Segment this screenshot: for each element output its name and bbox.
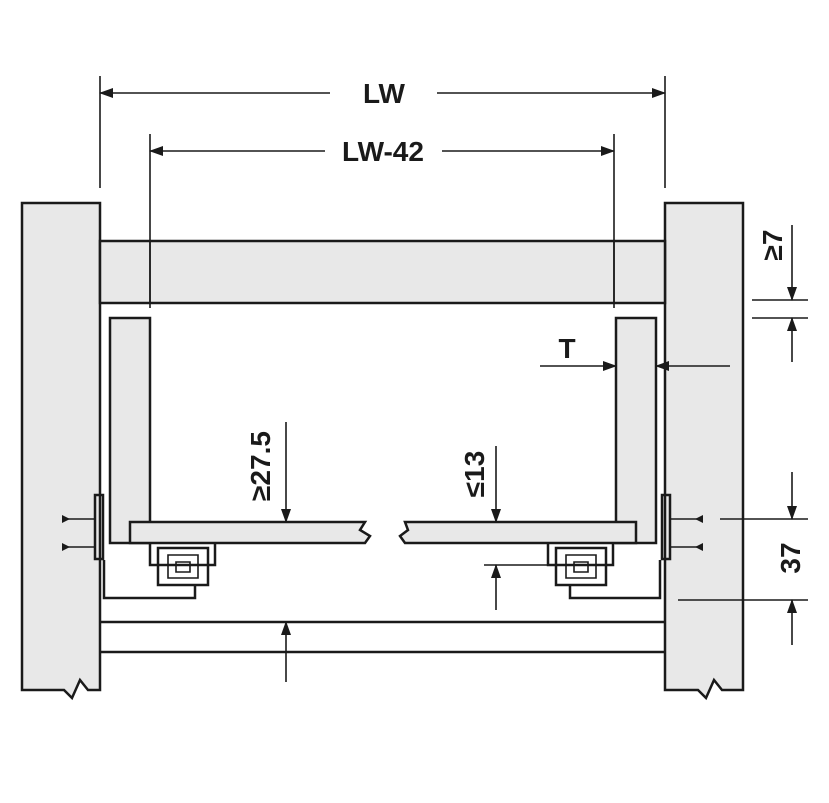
left-drawer-side	[108, 316, 152, 545]
bottom-right-label: ≤13	[459, 451, 490, 498]
right-screws	[660, 493, 703, 561]
thickness-label: T	[558, 333, 575, 364]
right-runner	[546, 543, 662, 600]
bottom-left-label: ≥27.5	[245, 431, 276, 501]
left-runner	[102, 543, 217, 600]
lw42-label: LW-42	[342, 136, 424, 167]
top-gap-dimension: ≥7	[752, 225, 808, 362]
drawer-bottom-left	[128, 520, 372, 545]
drawer-bottom-right	[398, 520, 638, 545]
thickness-dimension: T	[540, 333, 730, 371]
left-cabinet-panel	[20, 201, 102, 701]
right-cabinet-panel	[663, 201, 745, 701]
top-rail	[98, 239, 667, 305]
top-gap-label: ≥7	[757, 230, 788, 261]
left-screws	[62, 493, 105, 561]
right-drawer-side	[614, 316, 658, 545]
side-height-dimension: 37	[678, 472, 808, 645]
bottom-left-dimension: ≥27.5	[245, 422, 291, 682]
bottom-right-dimension: ≤13	[459, 446, 548, 610]
side-height-label: 37	[775, 542, 806, 573]
lw-label: LW	[363, 78, 406, 109]
lw42-dimension: LW-42	[149, 134, 615, 308]
lw-dimension: LW	[99, 76, 666, 188]
